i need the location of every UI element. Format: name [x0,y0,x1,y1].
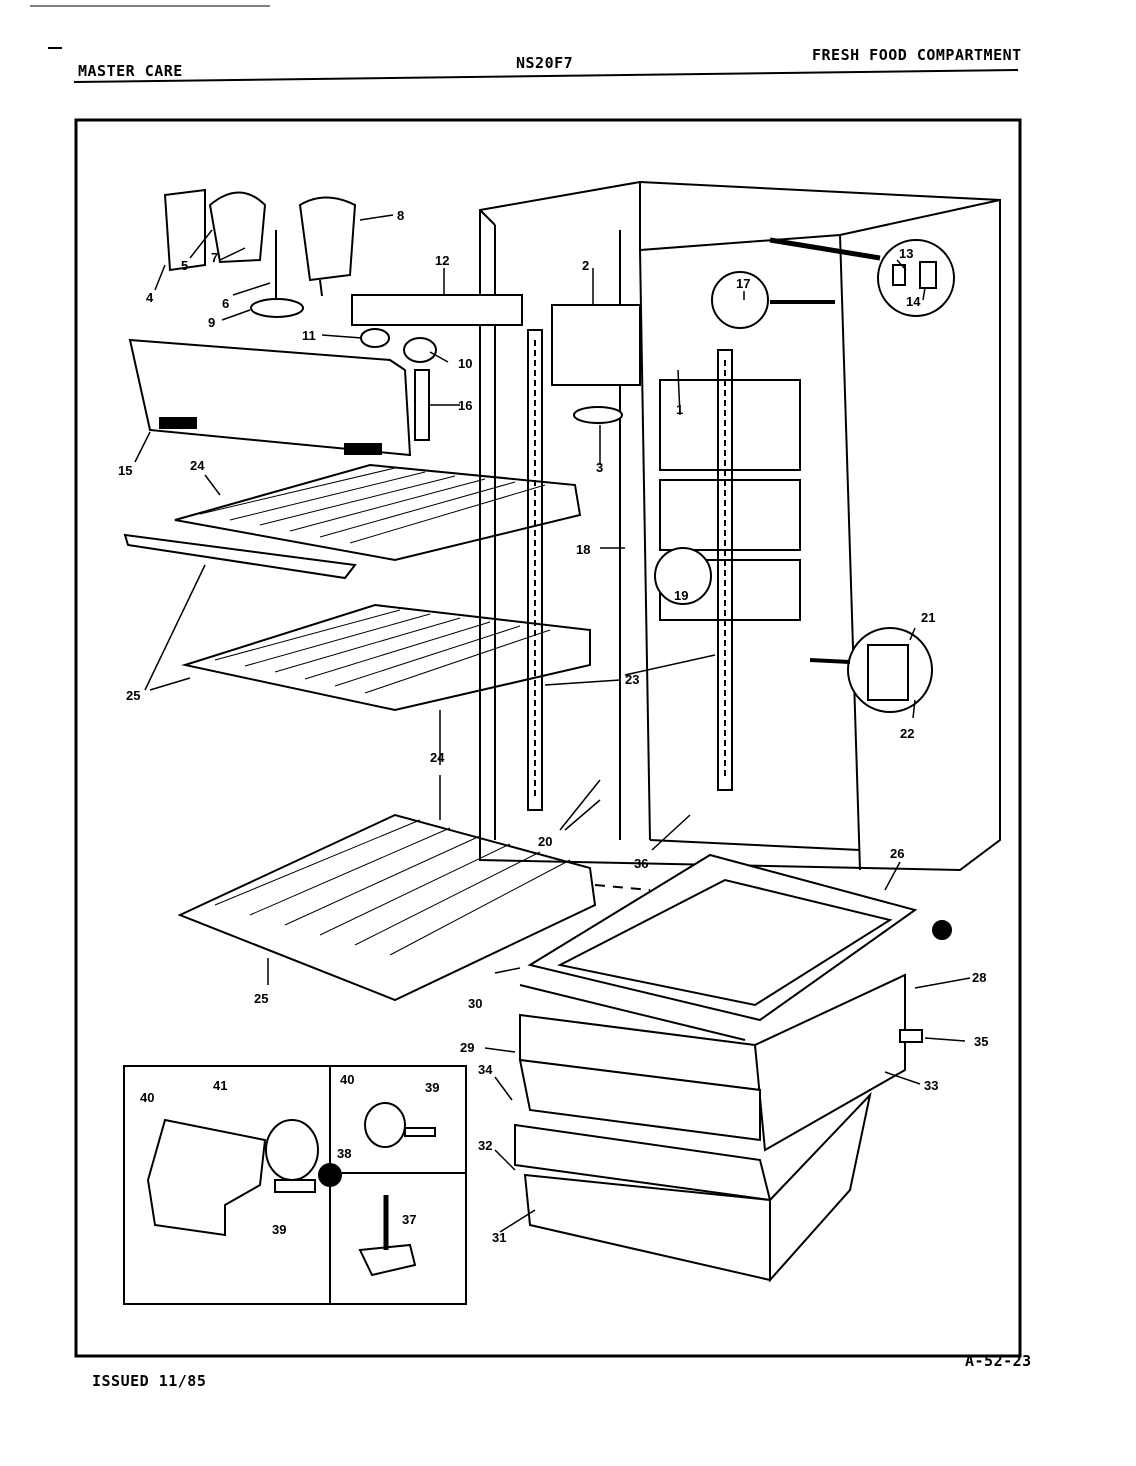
part-label-26: 26 [890,846,904,861]
control-housing [128,188,641,457]
part-label-23: 23 [625,672,639,687]
part-label-24-top: 24 [190,458,205,473]
issued-date: ISSUED 11/85 [92,1372,207,1390]
part-label-18: 18 [576,542,590,557]
part-label-3: 3 [596,460,603,475]
part-label-25-bottom: 25 [254,991,268,1006]
part-label-32: 32 [478,1138,492,1153]
inset-detail-box [123,1065,467,1305]
callout-pointer-21 [809,658,851,664]
part-label-8: 8 [397,208,404,223]
wire-shelves [123,463,597,1002]
header-rule [73,69,1019,83]
part-label-35: 35 [974,1034,988,1049]
part-label-31: 31 [492,1230,506,1245]
leader-lines [134,214,971,1233]
part-label-33: 33 [924,1078,938,1093]
part-label-7: 7 [211,250,218,265]
part-label-24-mid: 24 [430,750,445,765]
part-label-9: 9 [208,315,215,330]
part-label-19: 19 [674,588,688,603]
part-label-16: 16 [458,398,472,413]
part-label-2: 2 [582,258,589,273]
part-label-28: 28 [972,970,986,985]
part-label-37: 37 [402,1212,416,1227]
part-label-11: 11 [302,328,316,343]
part-label-17: 17 [736,276,750,291]
part-label-6: 6 [222,296,229,311]
model-number: NS20F7 [516,54,574,72]
drawer-dash [594,884,651,891]
part-label-38: 38 [337,1146,351,1161]
part-label-30: 30 [468,996,482,1011]
detail-callouts [654,239,955,713]
shelf-rails [527,329,733,811]
part-label-10: 10 [458,356,472,371]
part-label-15: 15 [118,463,132,478]
part-label-13: 13 [899,246,913,261]
part-label-29: 29 [460,1040,474,1055]
section-title: FRESH FOOD COMPARTMENT [812,46,1022,64]
part-label-14: 14 [906,294,921,309]
crisper-drawers [514,853,952,1283]
part-label-41: 41 [213,1078,227,1093]
part-label-40-right: 40 [340,1072,354,1087]
inset-marker-label: 1 [326,1168,333,1183]
callout-pointer-13 [769,237,881,261]
part-label-20: 20 [538,834,552,849]
part-label-25-top: 25 [126,688,140,703]
part-label-39-right: 39 [425,1080,439,1095]
part-label-34: 34 [478,1062,493,1077]
part-label-39-left: 39 [272,1222,286,1237]
part-label-1: 1 [676,402,683,417]
diagram-frame [74,118,1022,1358]
shelf-wires [199,467,571,956]
part-label-36: 36 [634,856,648,871]
part-label-5: 5 [181,258,188,273]
part-label-12: 12 [435,253,449,268]
part-label-4: 4 [146,290,154,305]
part-label-22: 22 [900,726,914,741]
inset-marker [318,1163,342,1187]
part-label-40-left: 40 [140,1090,154,1105]
brand-title: MASTER CARE [78,62,183,80]
part-label-21: 21 [921,610,935,625]
part-labels: 1 2 3 4 5 6 7 8 9 10 11 12 13 14 15 16 1… [118,208,988,1245]
